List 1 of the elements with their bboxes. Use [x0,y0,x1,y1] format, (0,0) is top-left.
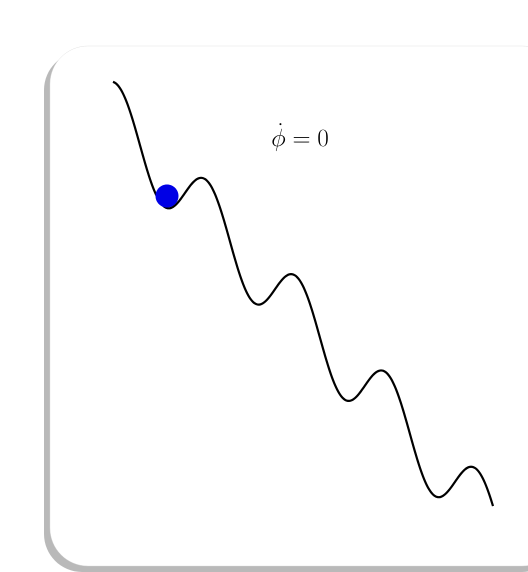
equation: $\dot{\phi} = 0$ [272,123,328,152]
